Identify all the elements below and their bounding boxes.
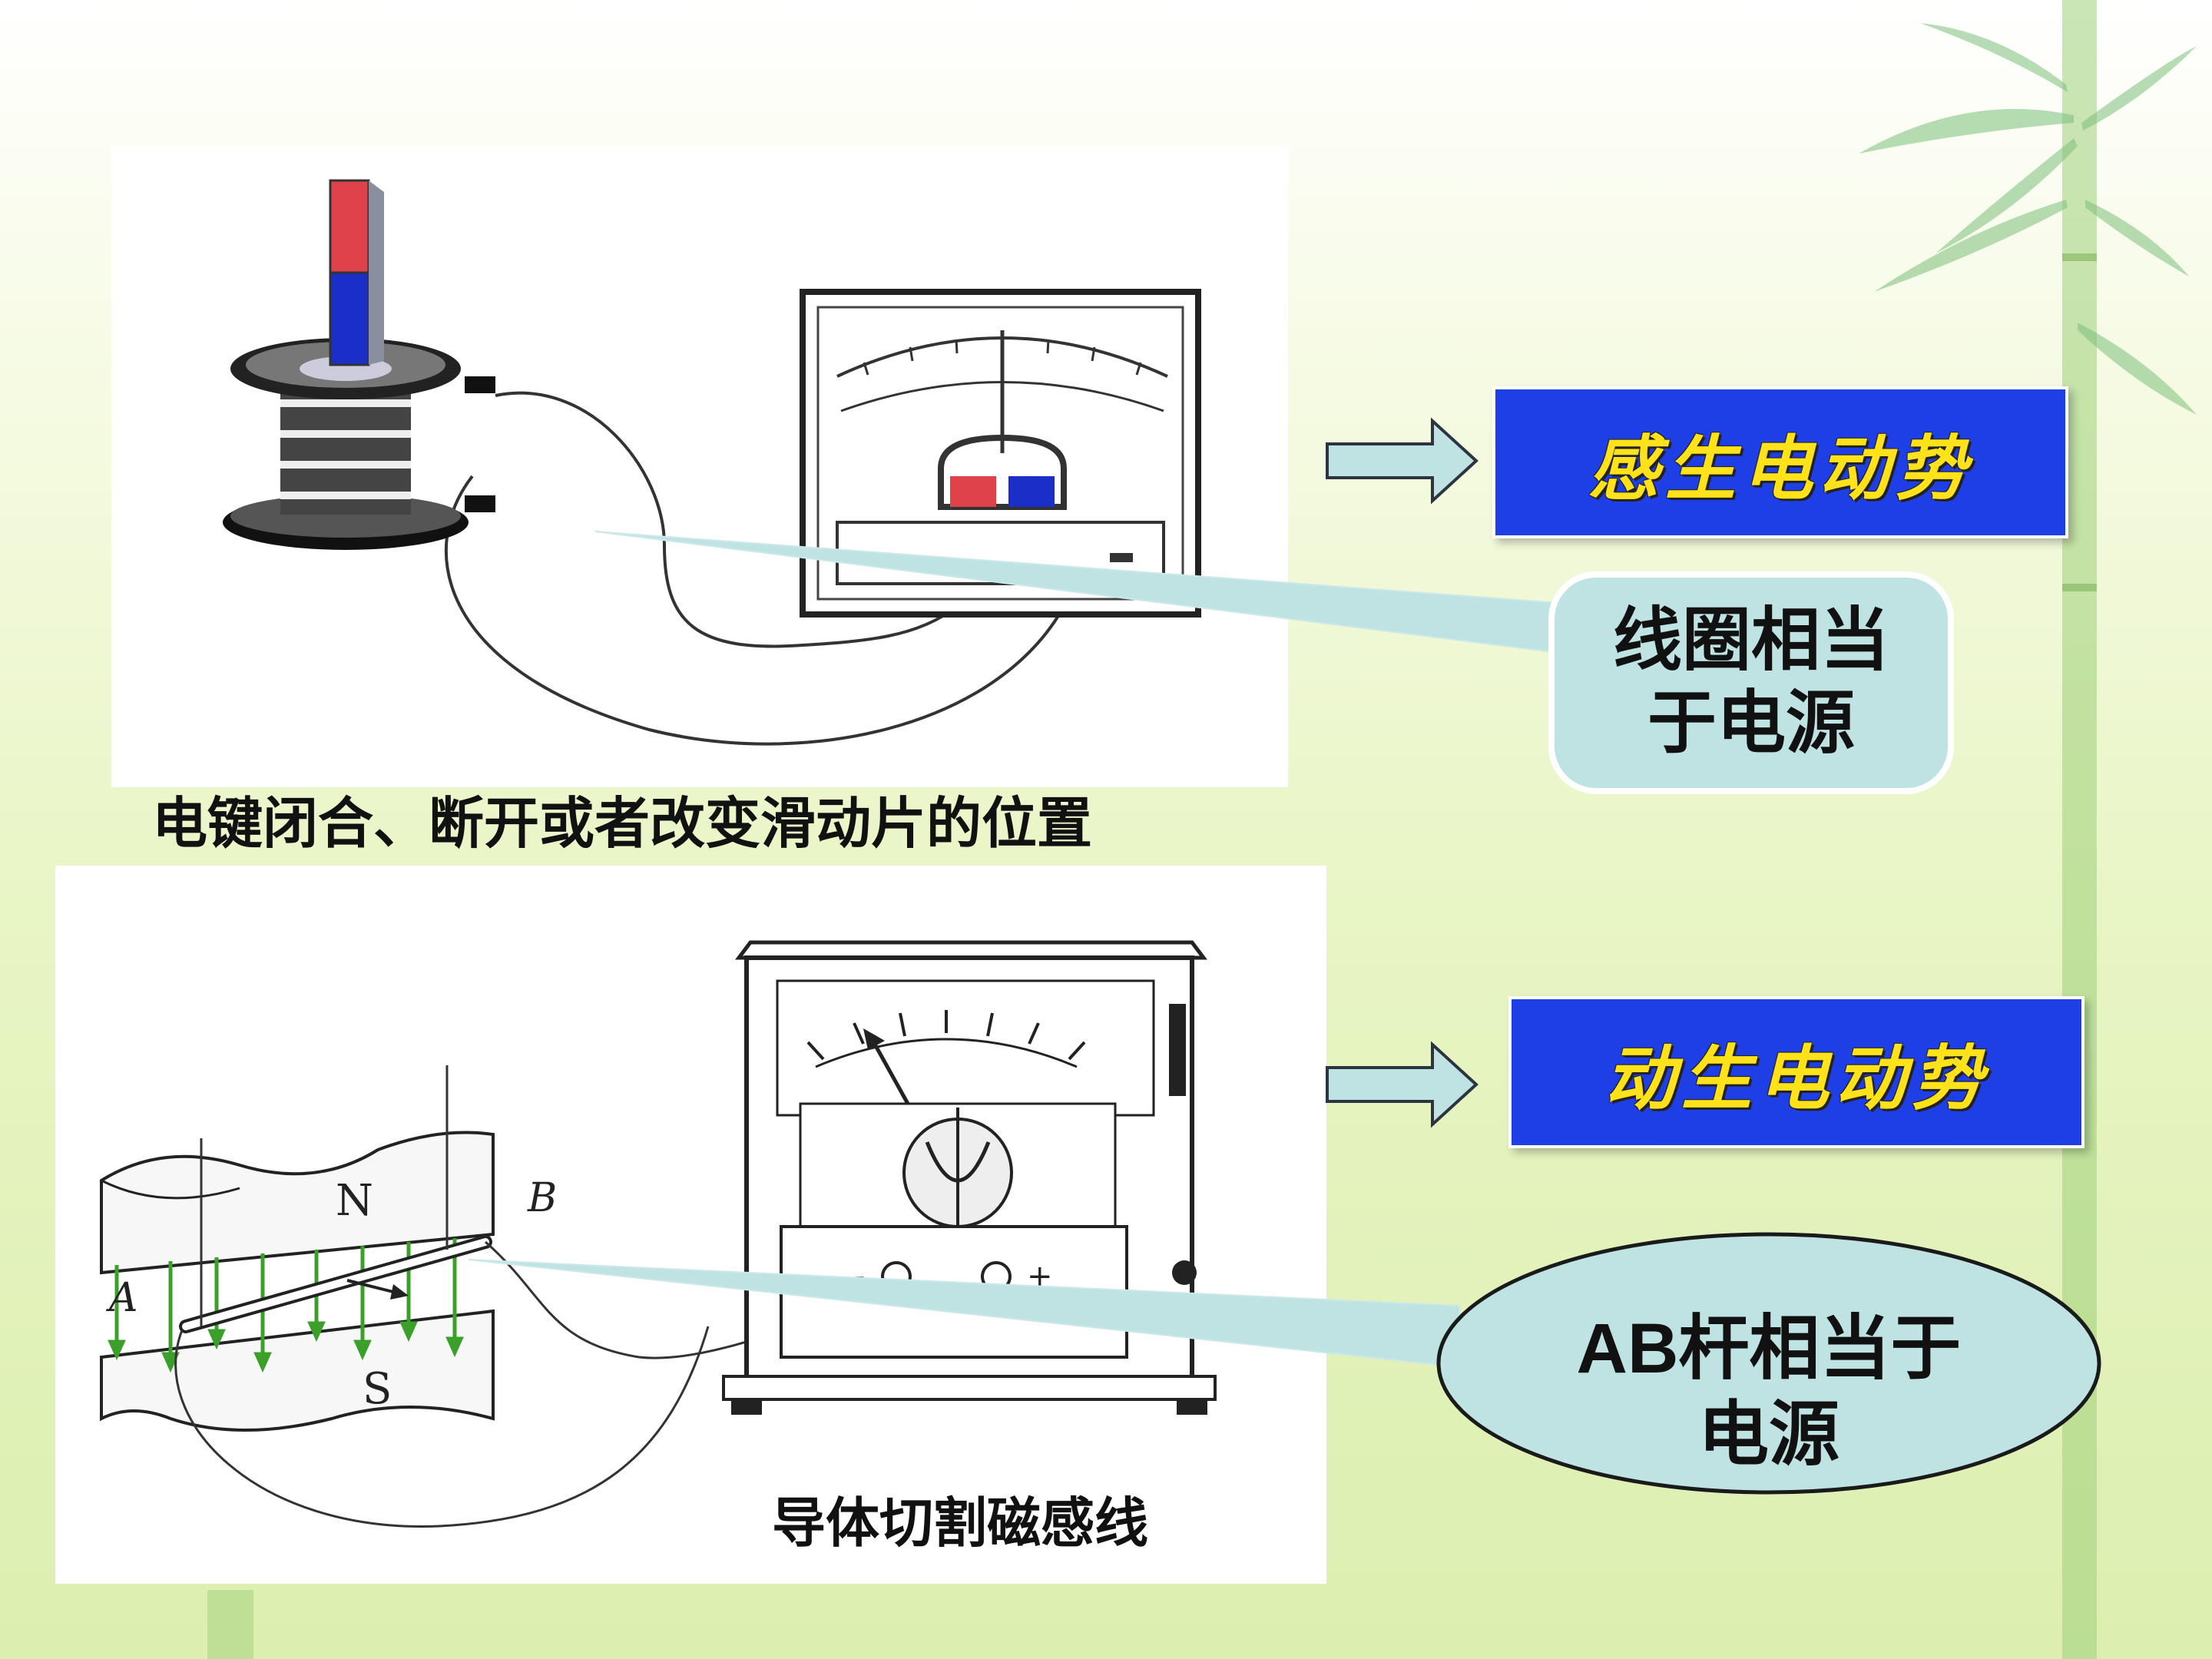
wire xyxy=(444,475,1111,746)
callout-ellipse xyxy=(1436,1232,2101,1495)
label-end-a: A xyxy=(106,1275,138,1321)
coil-callout-text: 线圈相当 于电源 xyxy=(1613,600,1889,763)
motional-emf-text: 动生电动势 xyxy=(1604,1036,1988,1120)
callout-bubble xyxy=(1548,571,1954,794)
conductor-rod-ab xyxy=(179,1235,492,1333)
rod-callout-text: AB杆相当于 电源 xyxy=(1576,1310,1962,1474)
induced-emf-label: 感生电动势 xyxy=(1492,386,2068,538)
solenoid-coil xyxy=(230,338,495,515)
bar-magnet xyxy=(329,179,384,366)
wire xyxy=(495,391,958,648)
arrow-right-icon xyxy=(1326,417,1479,505)
south-magnet-block xyxy=(100,1309,495,1432)
callout-tail xyxy=(594,531,1560,654)
wire xyxy=(174,1326,710,1528)
bottom-caption: 导体切割磁感线 xyxy=(772,1492,1148,1555)
label-south: S xyxy=(363,1364,392,1414)
motional-emf-label: 动生电动势 xyxy=(1508,996,2085,1148)
label-north: N xyxy=(336,1176,373,1226)
label-end-b: B xyxy=(527,1175,557,1221)
arrow-right-icon xyxy=(1326,1041,1479,1128)
top-caption: 电键闭合、断开或者改变滑动片的位置 xyxy=(152,791,1093,856)
induced-emf-text: 感生电动势 xyxy=(1588,426,1972,510)
callout-tail xyxy=(468,1259,1460,1369)
moving-conductor-diagram: N S A B xyxy=(55,866,1326,1584)
north-magnet-block xyxy=(100,1131,495,1275)
